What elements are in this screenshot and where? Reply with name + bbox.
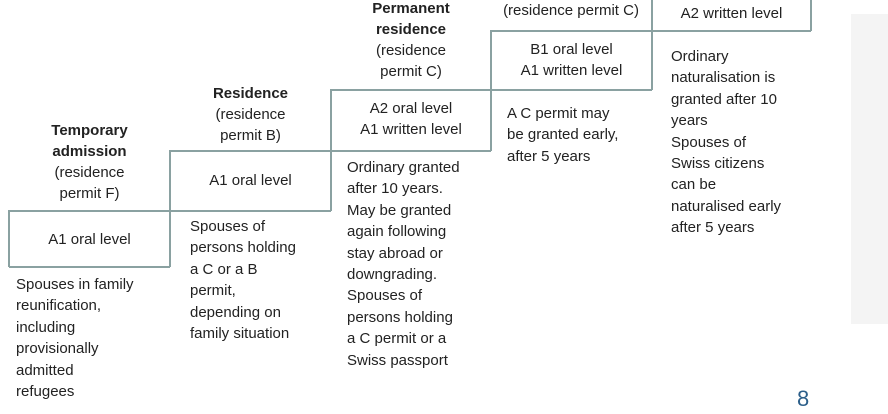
stage-2-subtitle: (residence permit B) <box>215 106 286 144</box>
step-box-2 <box>169 150 332 211</box>
page-number: 8 <box>797 386 810 411</box>
stage-1-note: Spouses in family reunification, includi… <box>16 276 134 401</box>
stage-1-subtitle: (residence permit F) <box>54 164 125 202</box>
stage-3-header: Permanent residence (residence permit C) <box>331 0 491 82</box>
step-box-5 <box>651 0 812 31</box>
stage-4-requirement: B1 oral level A1 written level <box>520 41 623 79</box>
stage-3-requirement: A2 oral level A1 written level <box>360 100 462 138</box>
step-box-4 <box>490 30 653 90</box>
stage-2-title: Residence <box>212 85 289 102</box>
stage-5-requirement: A2 written level <box>680 5 783 22</box>
stage-4-note: A C permit may be granted early, after 5… <box>507 105 619 165</box>
stage-3-subtitle: (residence permit C) <box>375 42 447 80</box>
step-box-1 <box>8 210 171 267</box>
stage-1-title: Temporary admission <box>51 122 128 160</box>
step-box-3 <box>330 89 492 151</box>
stage-1-header: Temporary admission (residence permit F) <box>9 120 170 204</box>
stage-4-subtitle: (residence permit C) <box>503 2 639 19</box>
stage-2-note: Spouses of persons holding a C or a B pe… <box>190 218 296 343</box>
stage-3-note: Ordinary granted after 10 years. May be … <box>347 159 460 369</box>
stage-5-note: Ordinary naturalisation is granted after… <box>671 48 782 237</box>
stage-2-header: Residence (residence permit B) <box>170 83 331 146</box>
side-panel <box>851 14 888 324</box>
stage-2-requirement: A1 oral level <box>209 172 292 189</box>
stage-1-requirement: A1 oral level <box>48 231 131 248</box>
stage-4-header: (residence permit C) <box>480 0 662 21</box>
stage-3-title: Permanent residence <box>372 0 450 38</box>
